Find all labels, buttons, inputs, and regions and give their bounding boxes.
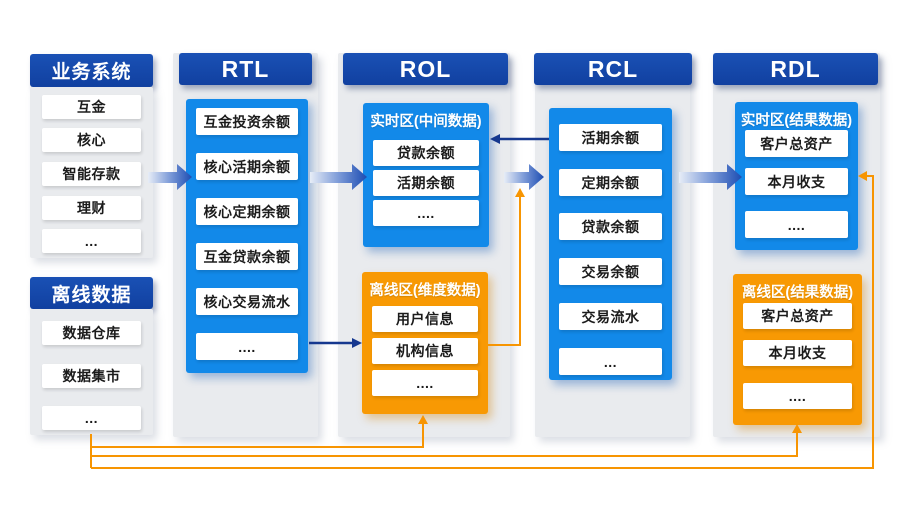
rcl-item: ...	[559, 348, 662, 375]
offline-data-item: ...	[42, 406, 141, 430]
rol-offline-item: ....	[372, 370, 478, 396]
rdl-realtime-zone-label: 实时区(结果数据)	[740, 112, 853, 129]
business-system-item: 核心	[42, 128, 141, 152]
rdl-offline-item: 本月收支	[743, 340, 852, 366]
offline-data-item: 数据仓库	[42, 321, 141, 345]
business-system-item: 互金	[42, 95, 141, 119]
business-system-item: ...	[42, 229, 141, 253]
rtl-header: RTL	[179, 53, 312, 85]
rtl-item: 互金贷款余额	[196, 243, 298, 270]
rtl-item: ....	[196, 333, 298, 360]
rol-realtime-zone-label: 实时区(中间数据)	[370, 113, 482, 130]
business-system-item: 智能存款	[42, 162, 141, 186]
rcl-item: 定期余额	[559, 169, 662, 196]
business-system-header: 业务系统	[30, 54, 153, 87]
rdl-offline-item: ....	[743, 383, 852, 409]
rdl-realtime-item: ....	[745, 211, 848, 238]
rcl-item: 贷款余额	[559, 213, 662, 240]
rol-offline-item: 用户信息	[372, 306, 478, 332]
rtl-panel	[186, 99, 308, 373]
rcl-header: RCL	[534, 53, 692, 85]
rcl-item: 交易流水	[559, 303, 662, 330]
rtl-item: 互金投资余额	[196, 108, 298, 135]
rdl-offline-item: 客户总资产	[743, 303, 852, 329]
business-system-item: 理财	[42, 196, 141, 220]
rol-realtime-item: ....	[373, 200, 479, 226]
rdl-realtime-item: 客户总资产	[745, 130, 848, 157]
rtl-item: 核心定期余额	[196, 198, 298, 225]
rtl-item: 核心交易流水	[196, 288, 298, 315]
rdl-header: RDL	[713, 53, 878, 85]
rdl-offline-zone-label: 离线区(结果数据)	[741, 284, 854, 301]
offline-data-header: 离线数据	[30, 277, 153, 309]
rol-header: ROL	[343, 53, 508, 85]
rol-offline-zone-label: 离线区(维度数据)	[369, 282, 481, 299]
offline-data-item: 数据集市	[42, 364, 141, 388]
rol-realtime-item: 贷款余额	[373, 140, 479, 166]
rol-offline-item: 机构信息	[372, 338, 478, 364]
rdl-realtime-item: 本月收支	[745, 168, 848, 195]
rtl-item: 核心活期余额	[196, 153, 298, 180]
rcl-item: 活期余额	[559, 124, 662, 151]
rcl-item: 交易余额	[559, 258, 662, 285]
rol-realtime-item: 活期余额	[373, 170, 479, 196]
